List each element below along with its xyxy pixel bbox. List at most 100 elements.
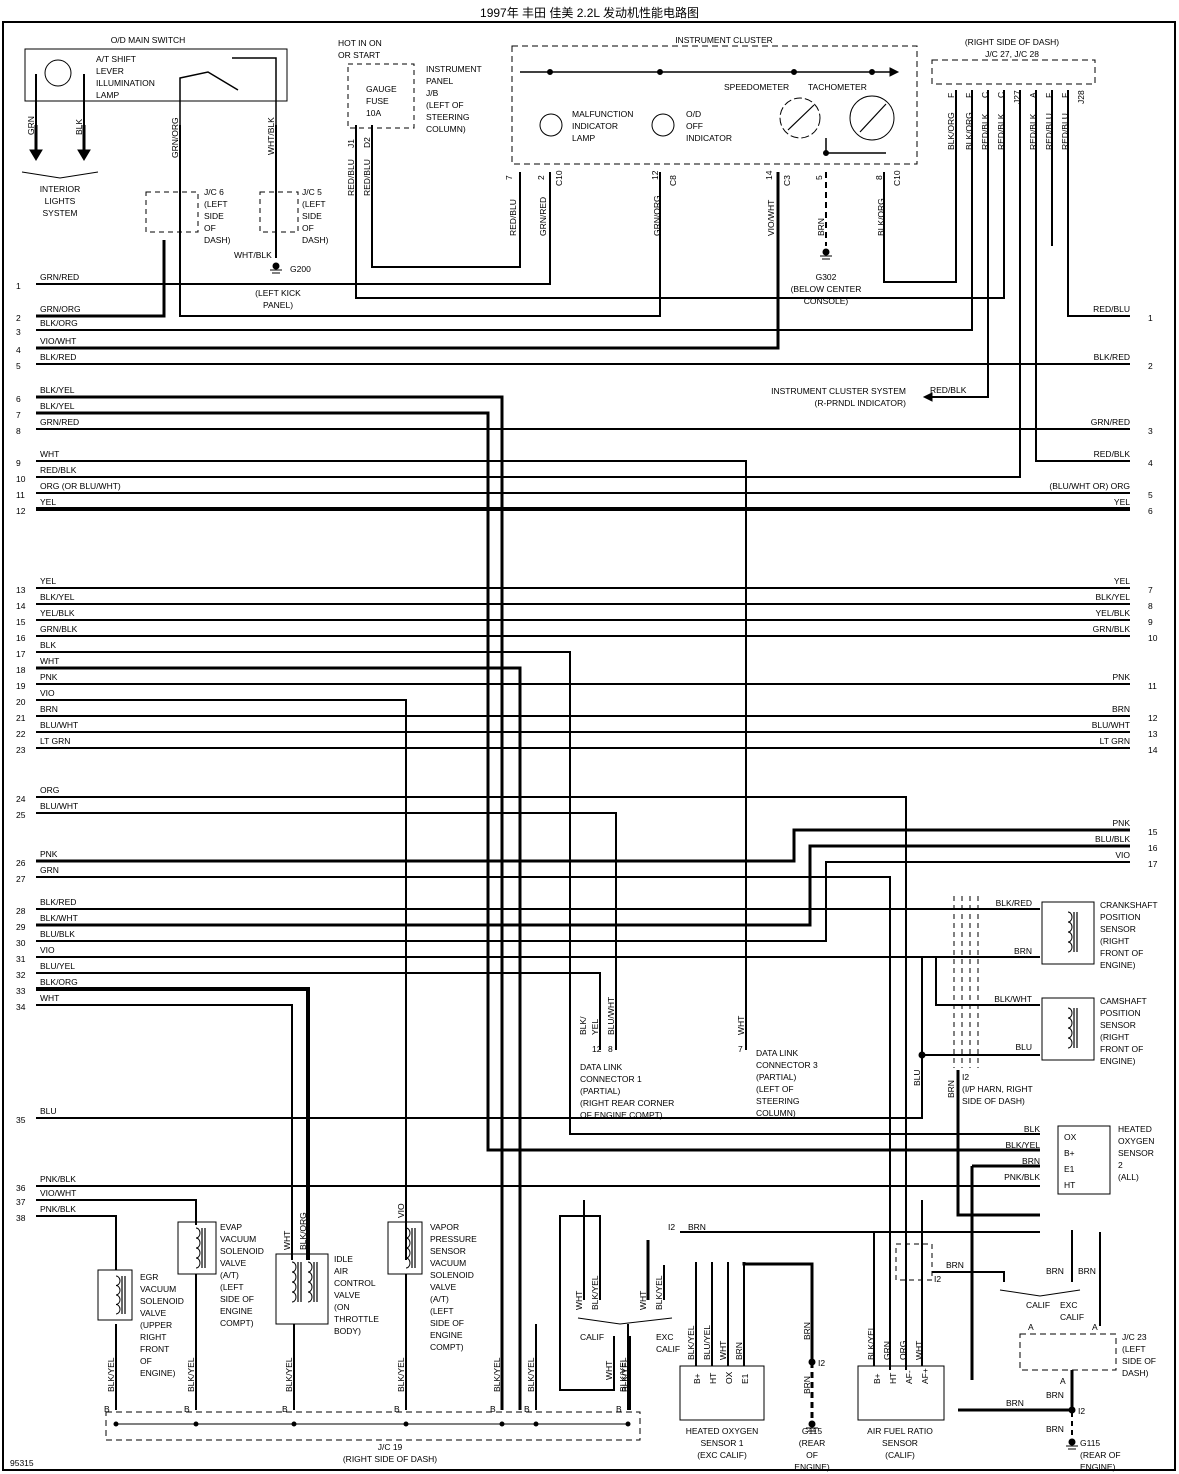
lamp-label: LAMP [96,90,119,100]
right-pin-number: 2 [1148,361,1153,371]
gauge-fuse-label: GAUGE [366,84,397,94]
left-pin-number: 35 [16,1115,26,1125]
left-pin-wire-label: BLU/YEL [40,961,75,971]
ho2s2-label: SENSOR [1118,1148,1154,1158]
g302-label: (BELOW CENTER [791,284,862,294]
labels: 1GRN/RED2GRN/ORG3BLK/ORG4VIO/WHT5BLK/RED… [10,35,1158,1472]
wire-blk-wht-29 [36,844,1130,927]
jc23-box [1019,1333,1117,1371]
wire-label: BLU [912,1069,922,1086]
jc6-label: SIDE [204,211,224,221]
wire-label: BRN [734,1342,744,1360]
wire-blu-35 [36,1055,923,1119]
hot-in-on-label: HOT IN ON [338,38,382,48]
left-pin-wire-label: BLU [40,1106,57,1116]
iac-valve-label: CONTROL [334,1278,376,1288]
jc23-label: (LEFT [1122,1344,1146,1354]
diagram-title: 1997年 丰田 佳美 2.2L 发动机性能电路图 [480,6,699,20]
pin-id: B [282,1404,288,1414]
lamp-label: A/T SHIFT [96,54,136,64]
left-pin-wire-label: LT GRN [40,736,70,746]
iac-valve-label: AIR [334,1266,348,1276]
wire-label: BLK/YEL [526,1357,536,1392]
evap-valve-label: SOLENOID [220,1246,264,1256]
vapor-valve-label: ENGINE [430,1330,463,1340]
ho2s2-label: OXYGEN [1118,1136,1154,1146]
right-pin-number: 9 [1148,617,1153,627]
lamp-icon [44,59,72,87]
connector-id: J27 [1012,90,1022,104]
pin-id: B [184,1404,190,1414]
left-pin-number: 18 [16,665,26,675]
ground-g200-icon [272,262,280,270]
right-pin-wire-label: GRN/RED [1091,417,1130,427]
dlc3-label: (LEFT OF [756,1084,794,1094]
gauge-fuse-label: FUSE [366,96,389,106]
jc6-label: DASH) [204,235,231,245]
left-pin-wire-label: VIO [40,945,55,955]
left-pin-number: 9 [16,458,21,468]
left-pin-number: 12 [16,506,26,516]
instrument-panel-jb-box [347,63,415,129]
lamp-label: ILLUMINATION [96,78,155,88]
ground-g302-icon [822,248,830,256]
left-pin-wire-label: PNK/BLK [40,1174,76,1184]
left-pin-wire-label: YEL [40,576,56,586]
iac-valve-label: (ON [334,1302,350,1312]
camshaft-sensor-label: SENSOR [1100,1020,1136,1030]
evap-valve-label: ENGINE [220,1306,253,1316]
pin-id: B [394,1404,400,1414]
jc19-label: (RIGHT SIDE OF DASH) [343,1454,437,1464]
camshaft-sensor-label: ENGINE) [1100,1056,1136,1066]
instrument-panel-jb-label: STEERING [426,112,469,122]
wire-label: BLK/ORG [946,112,956,150]
pin-id: I2 [934,1274,941,1284]
pin-id: 7 [738,1044,743,1054]
instrument-panel-jb-label: J/B [426,88,439,98]
right-pin-wire-label: (BLU/WHT OR) ORG [1049,481,1130,491]
wire-blk-org [36,90,973,331]
gauge-fuse-label: 10A [366,108,381,118]
arrow-icon [922,392,933,402]
right-pin-number: 3 [1148,426,1153,436]
left-pin-number: 1 [16,281,21,291]
evap-valve-label: VALVE [220,1258,246,1268]
vapor-valve-label: SIDE OF [430,1318,464,1328]
crankshaft-sensor-label: (RIGHT [1100,936,1129,946]
ho2s1-label: SENSOR 1 [701,1438,744,1448]
jc19-box [105,1411,641,1441]
left-pin-wire-label: GRN/RED [40,417,79,427]
wire-label: BLU/YEL [702,1325,712,1360]
brace [577,1317,673,1325]
left-pin-wire-label: VIO/WHT [40,336,76,346]
wire-red-blu-d2 [371,125,521,268]
exc-calif-label: CALIF [656,1344,680,1354]
crankshaft-sensor-label: ENGINE) [1100,960,1136,970]
exc-calif-label: EXC [1060,1300,1077,1310]
left-pin-wire-label: WHT [40,656,59,666]
pin-id: 12 [650,170,660,180]
g302-label: G302 [816,272,837,282]
evap-valve-label: COMPT) [220,1318,254,1328]
pin-id: A [1060,1376,1066,1386]
right-pin-number: 15 [1148,827,1158,837]
wire-red-blk-ic [930,90,989,398]
jc5-label: (LEFT [302,199,326,209]
left-pin-wire-label: BLK/ORG [40,318,78,328]
pin-id: F [1060,93,1070,98]
wire-label: ORG [898,1341,908,1360]
vapor-valve-label: (LEFT [430,1306,454,1316]
ho2s2-pin: OX [1064,1132,1077,1142]
ground-g115-icon [808,1420,816,1428]
left-pin-wire-label: BLK/RED [40,897,76,907]
egr-valve-label: FRONT [140,1344,169,1354]
wire-label: WHT [914,1341,924,1360]
left-pin-number: 7 [16,410,21,420]
right-pin-wire-label: YEL/BLK [1096,608,1131,618]
wire-label: RED/BLU [362,159,372,196]
arrow-icon [889,67,900,77]
camshaft-sensor-label: POSITION [1100,1008,1141,1018]
tachometer-icon [849,95,895,141]
left-pin-number: 38 [16,1213,26,1223]
